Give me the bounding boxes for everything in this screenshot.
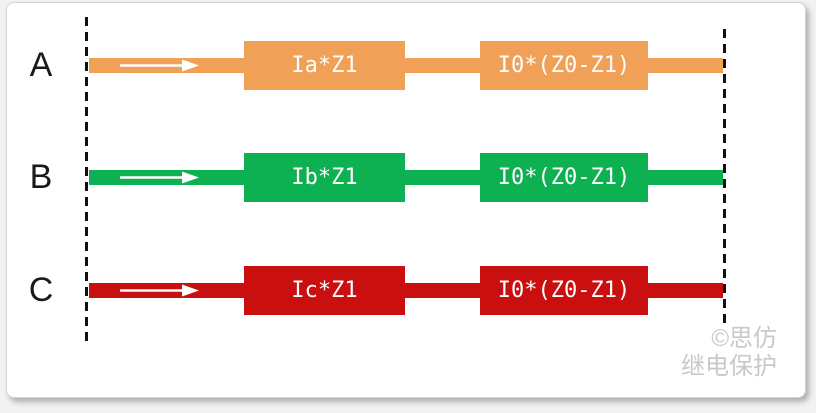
impedance-block-label: Ic*Z1 xyxy=(291,278,358,303)
watermark-line-2: 继电保护 xyxy=(681,353,777,380)
phase-c-line-segment-1 xyxy=(89,283,244,298)
phase-b-line-segment-2 xyxy=(405,170,480,185)
current-direction-arrow xyxy=(120,171,199,184)
bus-boundary-left-dashed-line xyxy=(85,17,88,345)
phase-label-a: A xyxy=(29,46,53,84)
phase-c-line-segment-3 xyxy=(648,283,723,298)
current-direction-arrow xyxy=(120,59,199,72)
watermark-line-1: ©思仿 xyxy=(711,325,777,352)
impedance-block-label: Ib*Z1 xyxy=(291,165,358,190)
bus-boundary-right-dashed-line xyxy=(723,29,726,329)
impedance-block-label: Ia*Z1 xyxy=(291,53,358,78)
impedance-block-label: I0*(Z0-Z1) xyxy=(497,278,631,303)
phase-b-line-segment-3 xyxy=(648,170,723,185)
phase-label-b: B xyxy=(29,158,53,196)
phase-a-line-segment-1 xyxy=(89,58,244,73)
impedance-block-ia-z1: Ia*Z1 xyxy=(244,41,405,90)
watermark: ©思仿 继电保护 xyxy=(681,325,777,381)
current-direction-arrow xyxy=(120,284,199,297)
phase-b-line-segment-1 xyxy=(89,170,244,185)
phase-row-a: A Ia*Z1 I0*(Z0-Z1) xyxy=(7,41,805,90)
diagram-canvas: A Ia*Z1 I0*(Z0-Z1) B Ib*Z1 I xyxy=(6,2,806,398)
impedance-block-label: I0*(Z0-Z1) xyxy=(497,165,631,190)
phase-c-line-segment-2 xyxy=(405,283,480,298)
phase-row-b: B Ib*Z1 I0*(Z0-Z1) xyxy=(7,153,805,202)
phase-label-c: C xyxy=(28,271,54,309)
impedance-block-i0-z0z1-c: I0*(Z0-Z1) xyxy=(480,266,648,315)
phase-a-line-segment-2 xyxy=(405,58,480,73)
impedance-block-i0-z0z1-b: I0*(Z0-Z1) xyxy=(480,153,648,202)
impedance-block-ic-z1: Ic*Z1 xyxy=(244,266,405,315)
impedance-block-label: I0*(Z0-Z1) xyxy=(497,53,631,78)
impedance-block-ib-z1: Ib*Z1 xyxy=(244,153,405,202)
phase-a-line-segment-3 xyxy=(648,58,723,73)
phase-row-c: C Ic*Z1 I0*(Z0-Z1) xyxy=(7,266,805,315)
impedance-block-i0-z0z1-a: I0*(Z0-Z1) xyxy=(480,41,648,90)
